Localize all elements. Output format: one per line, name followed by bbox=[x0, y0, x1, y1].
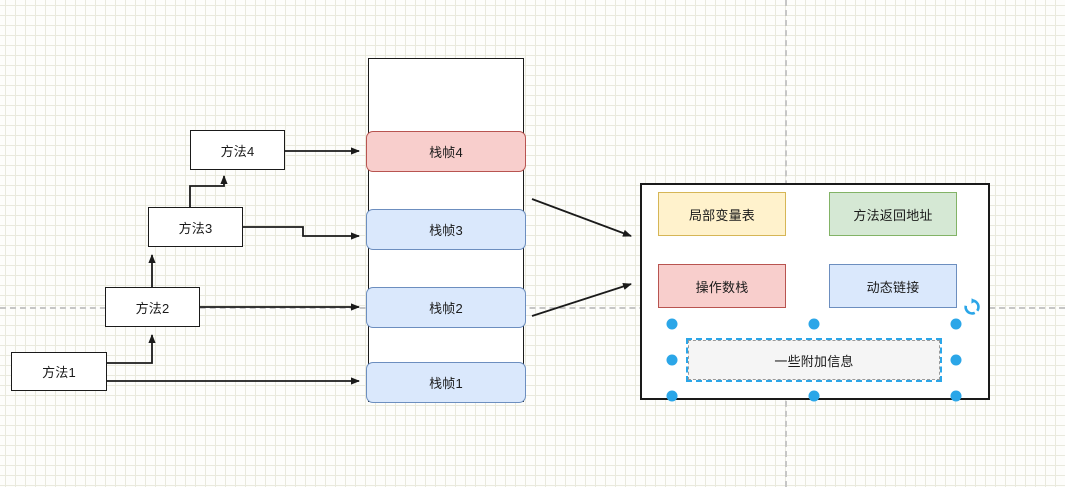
cell-additional-info-selected[interactable]: 一些附加信息 bbox=[686, 338, 942, 382]
selection-handle-top-left[interactable] bbox=[666, 318, 678, 330]
method-box-1[interactable]: 方法1 bbox=[11, 352, 107, 391]
cell-local-variable-table[interactable]: 局部变量表 bbox=[658, 192, 786, 236]
selection-handle-bottom-left[interactable] bbox=[666, 390, 678, 402]
edge-frame3-to-panel bbox=[531, 198, 632, 237]
stack-frame-3-label: 栈帧3 bbox=[429, 223, 463, 238]
method-box-2[interactable]: 方法2 bbox=[105, 287, 200, 327]
selection-handle-top-center[interactable] bbox=[808, 318, 820, 330]
selection-handle-middle-right[interactable] bbox=[950, 354, 962, 366]
method-box-3[interactable]: 方法3 bbox=[148, 207, 243, 247]
method-box-3-label: 方法3 bbox=[178, 220, 213, 236]
edge-method3-to-frame3 bbox=[243, 226, 360, 240]
stack-frame-1-label: 栈帧1 bbox=[429, 376, 463, 391]
stack-frame-4[interactable]: 栈帧4 bbox=[366, 131, 526, 172]
method-box-2-label: 方法2 bbox=[135, 300, 170, 316]
stack-frame-2[interactable]: 栈帧2 bbox=[366, 287, 526, 328]
edge-method3-to-method4 bbox=[189, 175, 228, 207]
stack-frame-3[interactable]: 栈帧3 bbox=[366, 209, 526, 250]
rotate-icon[interactable] bbox=[963, 298, 981, 316]
cell-additional-info-label: 一些附加信息 bbox=[774, 353, 854, 369]
stack-frame-2-label: 栈帧2 bbox=[429, 301, 463, 316]
selection-handle-middle-left[interactable] bbox=[666, 354, 678, 366]
method-box-4-label: 方法4 bbox=[220, 143, 255, 159]
method-box-1-label: 方法1 bbox=[42, 365, 76, 380]
stack-frame-4-label: 栈帧4 bbox=[429, 145, 463, 160]
cell-method-return-address[interactable]: 方法返回地址 bbox=[829, 192, 957, 236]
cell-operand-stack[interactable]: 操作数栈 bbox=[658, 264, 786, 308]
selection-handle-bottom-center[interactable] bbox=[808, 390, 820, 402]
cell-dynamic-linking-label: 动态链接 bbox=[866, 279, 920, 295]
edge-frame2-to-panel bbox=[531, 283, 632, 317]
selection-handle-top-right[interactable] bbox=[950, 318, 962, 330]
edge-method1-to-method2 bbox=[107, 334, 156, 364]
stack-frame-1[interactable]: 栈帧1 bbox=[366, 362, 526, 403]
cell-method-return-address-label: 方法返回地址 bbox=[853, 207, 933, 223]
method-box-4[interactable]: 方法4 bbox=[190, 130, 285, 170]
selection-handle-bottom-right[interactable] bbox=[950, 390, 962, 402]
cell-local-variable-table-label: 局部变量表 bbox=[688, 207, 755, 223]
cell-dynamic-linking[interactable]: 动态链接 bbox=[829, 264, 957, 308]
cell-operand-stack-label: 操作数栈 bbox=[695, 279, 749, 295]
